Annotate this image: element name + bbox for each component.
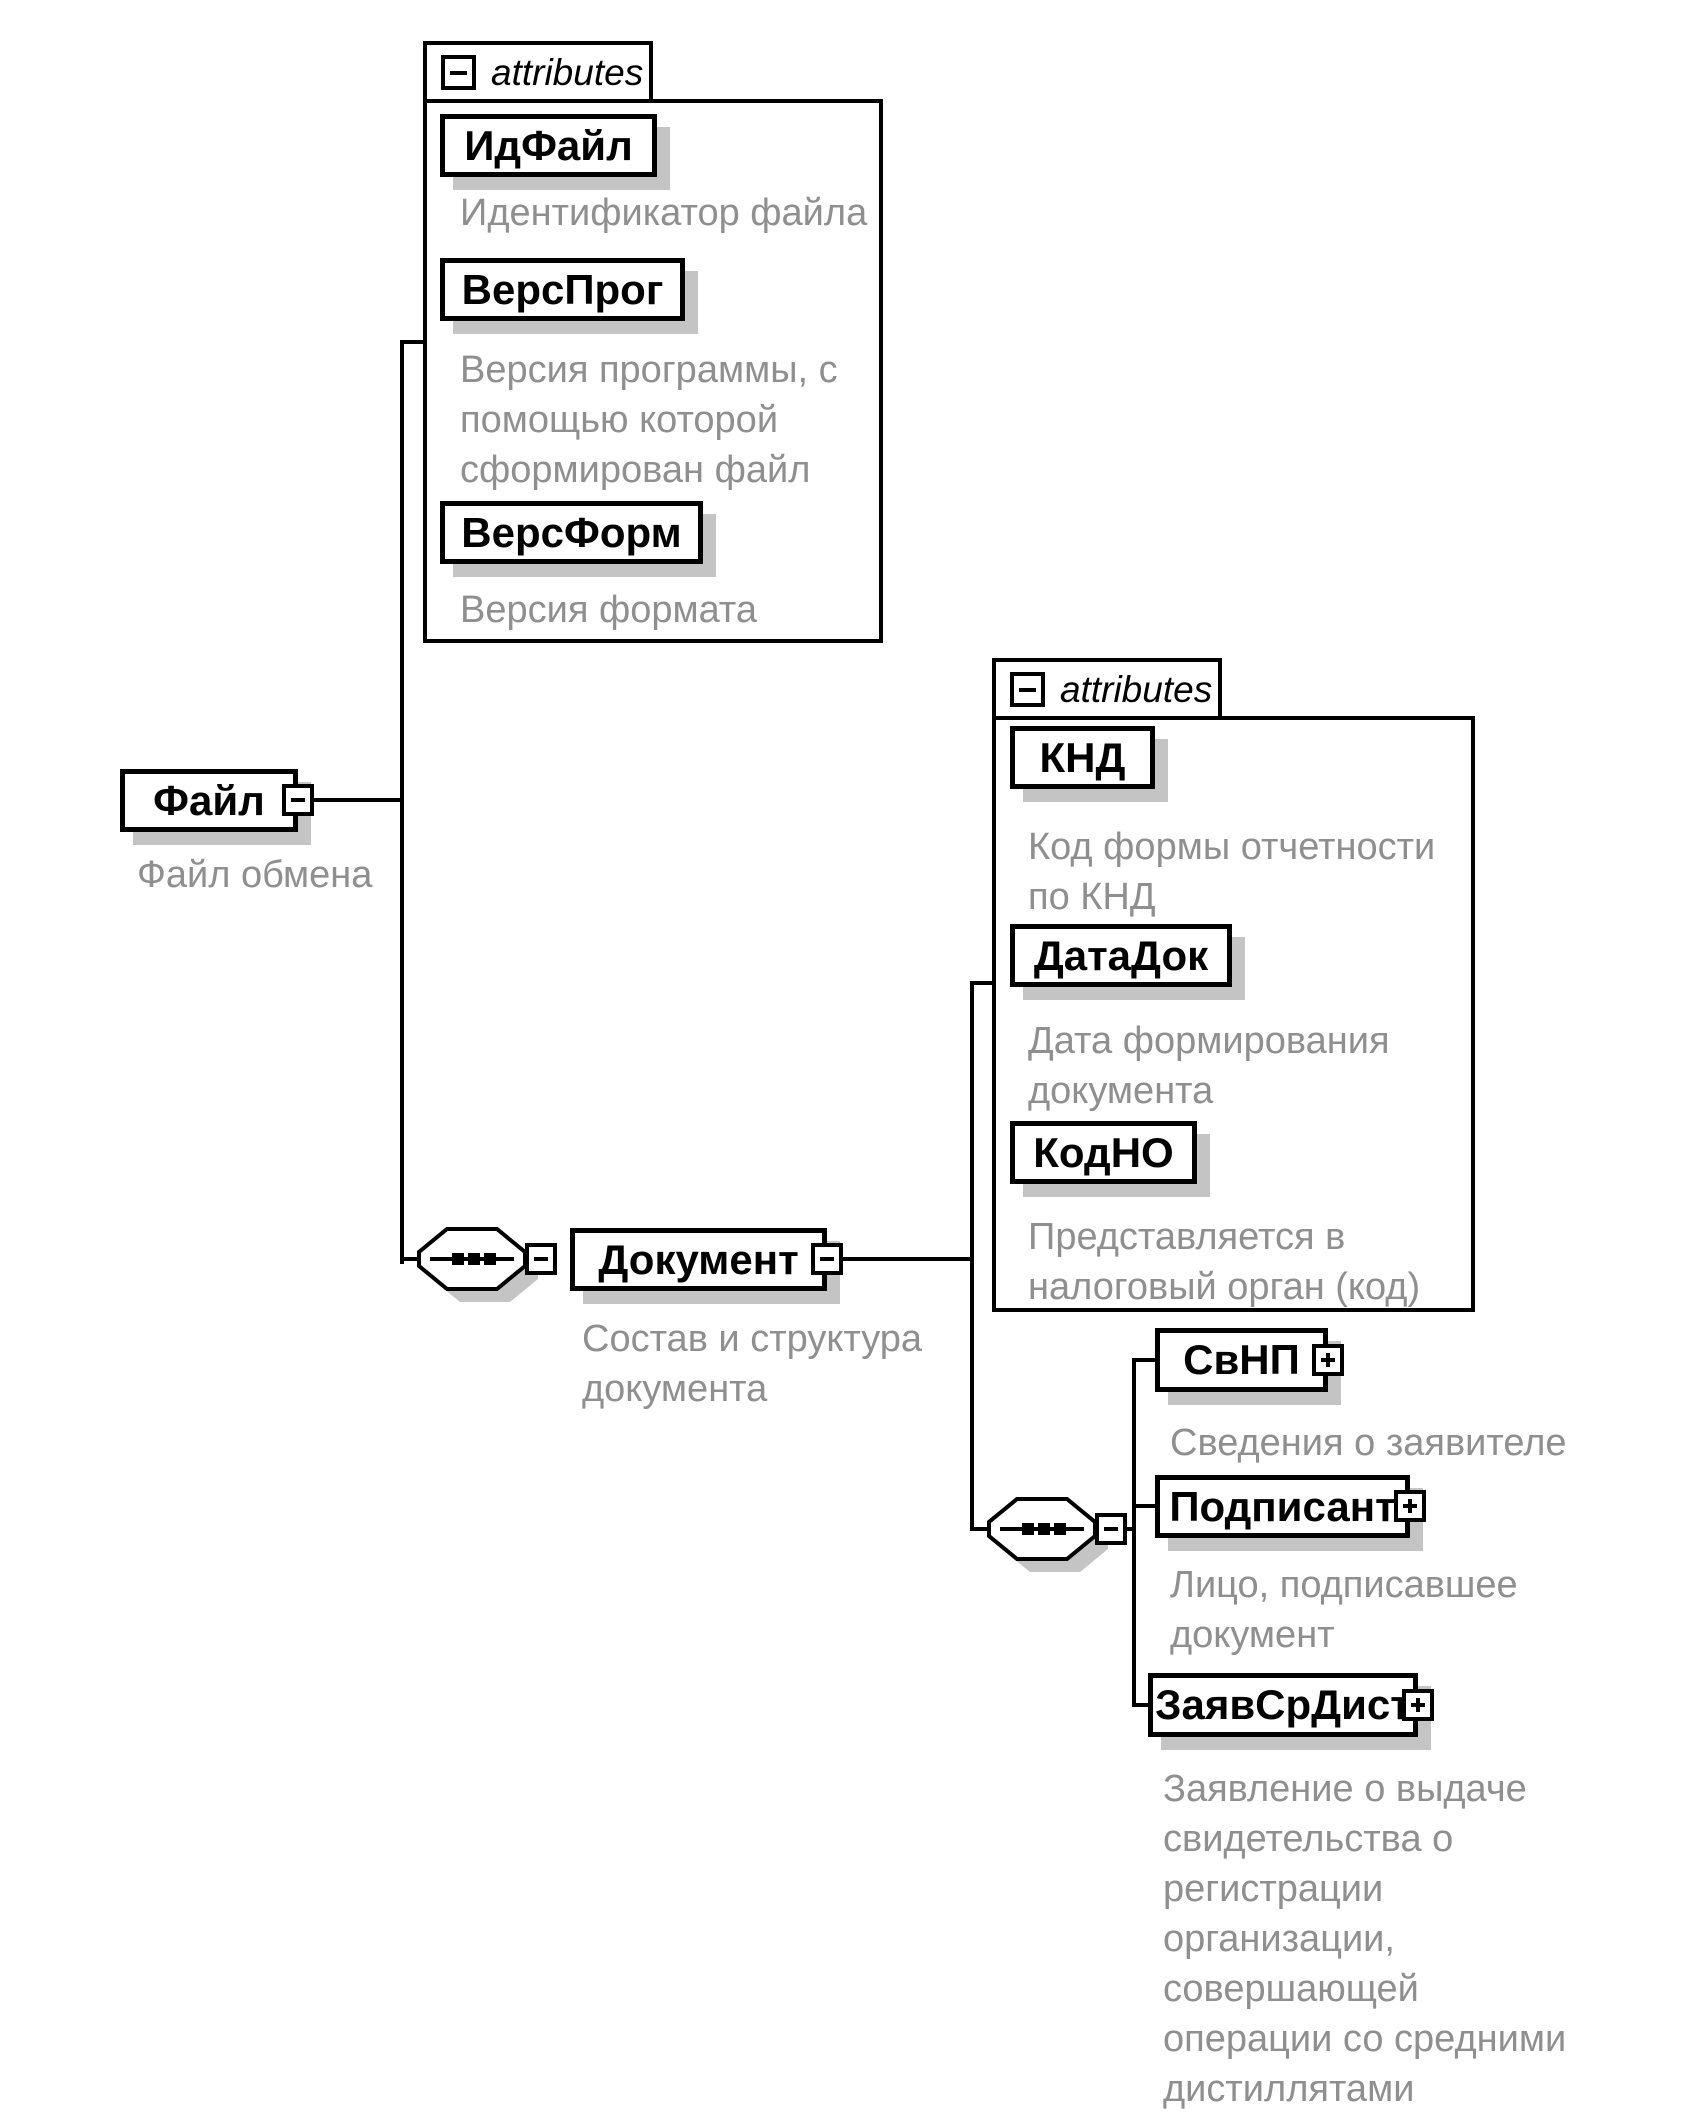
- annotation-line: регистрации: [1163, 1868, 1384, 1910]
- plus-icon: [1326, 1353, 1330, 1367]
- connector-line: [970, 981, 996, 985]
- minus-icon: [534, 1257, 548, 1261]
- connector-line: [1132, 1703, 1150, 1707]
- element-svnp-box[interactable]: СвНП: [1155, 1328, 1328, 1392]
- annotation-versprog: Версия программы, с помощью которой сфор…: [460, 345, 838, 495]
- annotation-line: Идентификатор файла: [460, 192, 868, 234]
- file-attributes-tab: attributes: [423, 41, 653, 103]
- sequence-icon: [987, 1497, 1108, 1572]
- attribute-name: КНД: [1039, 733, 1126, 781]
- attributes-label: attributes: [1060, 669, 1213, 710]
- annotation-line: Код формы отчетности: [1028, 826, 1436, 868]
- plus-icon: [1416, 1698, 1420, 1712]
- collapse-toggle-icon[interactable]: [282, 784, 314, 816]
- annotation-line: Сведения о заявителе: [1170, 1422, 1567, 1464]
- annotation-kodno: Представляется в налоговый орган (код): [1028, 1212, 1420, 1312]
- annotation-line: дистиллятами: [1163, 2068, 1415, 2110]
- plus-icon: [1408, 1499, 1412, 1513]
- annotation-line: Версия программы, с: [460, 349, 838, 391]
- attribute-versprog-box[interactable]: ВерсПрог: [440, 258, 685, 321]
- annotation-line: документ: [1170, 1614, 1335, 1656]
- annotation-podpisant: Лицо, подписавшее документ: [1170, 1560, 1518, 1660]
- minus-icon: [450, 70, 467, 75]
- annotation-line: Представляется в: [1028, 1216, 1346, 1258]
- element-name: ЗаявСрДист: [1155, 1681, 1411, 1728]
- document-attributes-group-box: [992, 716, 1475, 1312]
- minus-icon: [291, 798, 305, 802]
- annotation-line: документа: [582, 1368, 768, 1410]
- connector-line: [400, 340, 427, 344]
- element-document-box[interactable]: Документ: [570, 1228, 827, 1291]
- connector-line: [1132, 1358, 1136, 1707]
- annotation-file: Файл обмена: [137, 850, 372, 900]
- attribute-knd-box[interactable]: КНД: [1010, 726, 1155, 789]
- annotation-line: операции со средними: [1163, 2018, 1567, 2060]
- sequence-icon: [417, 1227, 538, 1302]
- attribute-versform-box[interactable]: ВерсФорм: [440, 501, 703, 564]
- attribute-idfile-box[interactable]: ИдФайл: [440, 114, 657, 177]
- annotation-line: свидетельства о: [1163, 1818, 1454, 1860]
- annotation-zayavsrdist: Заявление о выдаче свидетельства о регис…: [1163, 1764, 1566, 2114]
- annotation-line: документа: [1028, 1070, 1214, 1112]
- expand-toggle-icon[interactable]: [1402, 1689, 1434, 1721]
- annotation-line: организации,: [1163, 1918, 1395, 1960]
- element-name: Файл: [153, 776, 265, 824]
- document-attributes-tab: attributes: [992, 658, 1222, 720]
- annotation-line: по КНД: [1028, 876, 1156, 918]
- attribute-kodno-box[interactable]: КодНО: [1010, 1121, 1197, 1184]
- collapse-toggle-icon[interactable]: [1095, 1513, 1127, 1545]
- annotation-line: Заявление о выдаче: [1163, 1768, 1527, 1810]
- annotation-versform: Версия формата: [460, 585, 757, 635]
- attribute-name: ИдФайл: [464, 121, 633, 169]
- element-name: Подписант: [1169, 1482, 1396, 1530]
- annotation-line: Состав и структура: [582, 1318, 923, 1360]
- attributes-label: attributes: [491, 52, 644, 93]
- expand-toggle-icon[interactable]: [1312, 1344, 1344, 1376]
- element-name: Документ: [598, 1235, 799, 1283]
- attribute-name: КодНО: [1033, 1128, 1174, 1176]
- minus-icon: [820, 1257, 834, 1261]
- collapse-toggle-icon[interactable]: [441, 55, 476, 90]
- annotation-svnp: Сведения о заявителе: [1170, 1418, 1567, 1468]
- annotation-line: Файл обмена: [137, 854, 373, 896]
- collapse-toggle-icon[interactable]: [1010, 672, 1045, 707]
- annotation-datadok: Дата формирования документа: [1028, 1016, 1390, 1116]
- connector-line: [843, 1257, 974, 1261]
- annotation-line: сформирован файл: [460, 449, 811, 491]
- annotation-line: совершающей: [1163, 1968, 1419, 2010]
- minus-icon: [1104, 1527, 1118, 1531]
- connector-line: [1127, 1527, 1136, 1531]
- annotation-line: налоговый орган (код): [1028, 1266, 1421, 1308]
- element-file-box[interactable]: Файл: [120, 769, 298, 832]
- connector-line: [400, 1257, 420, 1261]
- annotation-line: Дата формирования: [1028, 1020, 1390, 1062]
- annotation-idfile: Идентификатор файла: [460, 188, 867, 238]
- attribute-name: ДатаДок: [1033, 931, 1209, 979]
- annotation-knd: Код формы отчетности по КНД: [1028, 822, 1435, 922]
- element-name: СвНП: [1183, 1336, 1300, 1383]
- annotation-document: Состав и структура документа: [582, 1314, 922, 1414]
- collapse-toggle-icon[interactable]: [525, 1243, 557, 1275]
- attribute-name: ВерсПрог: [461, 265, 664, 313]
- connector-line: [970, 1527, 990, 1531]
- connector-line: [1132, 1504, 1157, 1508]
- annotation-line: Лицо, подписавшее: [1170, 1564, 1518, 1606]
- connector-line: [1132, 1358, 1157, 1362]
- collapse-toggle-icon[interactable]: [811, 1243, 843, 1275]
- attribute-datadok-box[interactable]: ДатаДок: [1010, 924, 1232, 987]
- annotation-line: Версия формата: [460, 589, 758, 631]
- annotation-line: помощью которой: [460, 399, 779, 441]
- minus-icon: [1019, 687, 1036, 692]
- element-podpisant-box[interactable]: Подписант: [1155, 1475, 1410, 1538]
- connector-line: [314, 798, 404, 802]
- element-zayavsrdist-box[interactable]: ЗаявСрДист: [1148, 1673, 1418, 1737]
- expand-toggle-icon[interactable]: [1394, 1490, 1426, 1522]
- connector-line: [400, 340, 404, 1264]
- attribute-name: ВерсФорм: [461, 508, 682, 556]
- connector-line: [970, 981, 974, 1531]
